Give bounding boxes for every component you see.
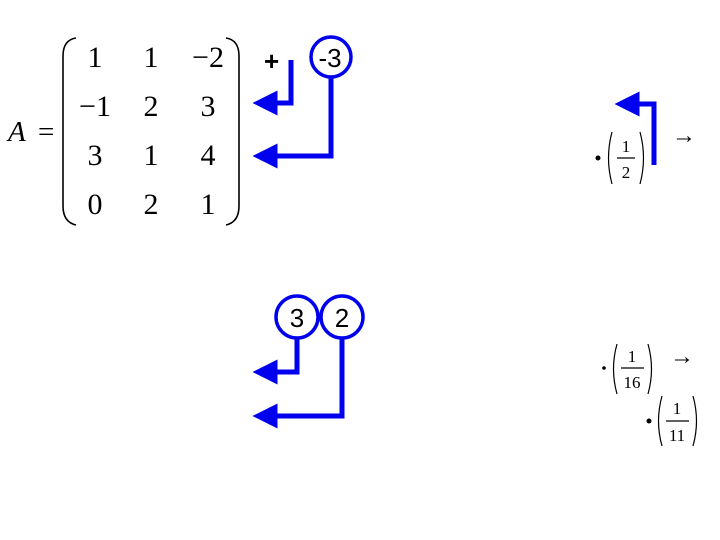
multiply-dot (602, 366, 606, 370)
matrix-cell: −2 (192, 41, 224, 74)
matrix-right-bracket (225, 37, 240, 226)
fraction-one-sixteenth: 1 16 (612, 343, 653, 395)
matrix-cell: 0 (88, 188, 103, 221)
fraction-numerator: 1 (673, 399, 682, 418)
fraction-numerator: 1 (622, 137, 631, 156)
multiplier-top-label: -3 (318, 43, 341, 73)
multiply-dot (595, 155, 601, 161)
matrix-name: A (6, 116, 26, 148)
matrix-cell: 1 (201, 188, 216, 221)
matrix-cell: 3 (88, 139, 103, 172)
fraction-denominator: 2 (622, 163, 631, 182)
arrow-right-icon: → (672, 122, 696, 149)
matrix-left-bracket (62, 37, 77, 226)
arrow-bottom-long (252, 338, 345, 429)
multiplier-left-label: 3 (290, 303, 304, 333)
fraction-numerator: 1 (628, 347, 637, 366)
arrow-scale-row (614, 91, 657, 165)
matrix-cell: 2 (144, 90, 159, 123)
matrix-cell: 2 (144, 188, 159, 221)
fraction-one-half: 1 2 (607, 131, 645, 185)
multiplier-right-label: 2 (335, 303, 349, 333)
matrix-cell: 3 (201, 90, 216, 123)
matrix-cell: 1 (144, 41, 159, 74)
matrix-cell: 1 (88, 41, 103, 74)
plus-sign: + (264, 46, 279, 76)
fraction-denominator: 11 (669, 426, 685, 445)
matrix-entries: 1 1 −2 −1 2 3 3 1 4 0 2 1 (79, 41, 224, 221)
matrix-cell: 1 (144, 139, 159, 172)
arrow-bottom-short (252, 338, 300, 385)
fraction-one-eleventh: 1 11 (657, 395, 698, 447)
arrow-row1-to-row2 (252, 60, 294, 116)
multiply-dot (646, 418, 652, 424)
fraction-denominator: 16 (624, 373, 641, 392)
arrow-right-icon: → (670, 343, 694, 370)
matrix-cell: −1 (79, 90, 111, 123)
equals-sign: = (38, 116, 54, 148)
arrow-row1-to-row3 (252, 77, 334, 169)
matrix-cell: 4 (201, 139, 216, 172)
